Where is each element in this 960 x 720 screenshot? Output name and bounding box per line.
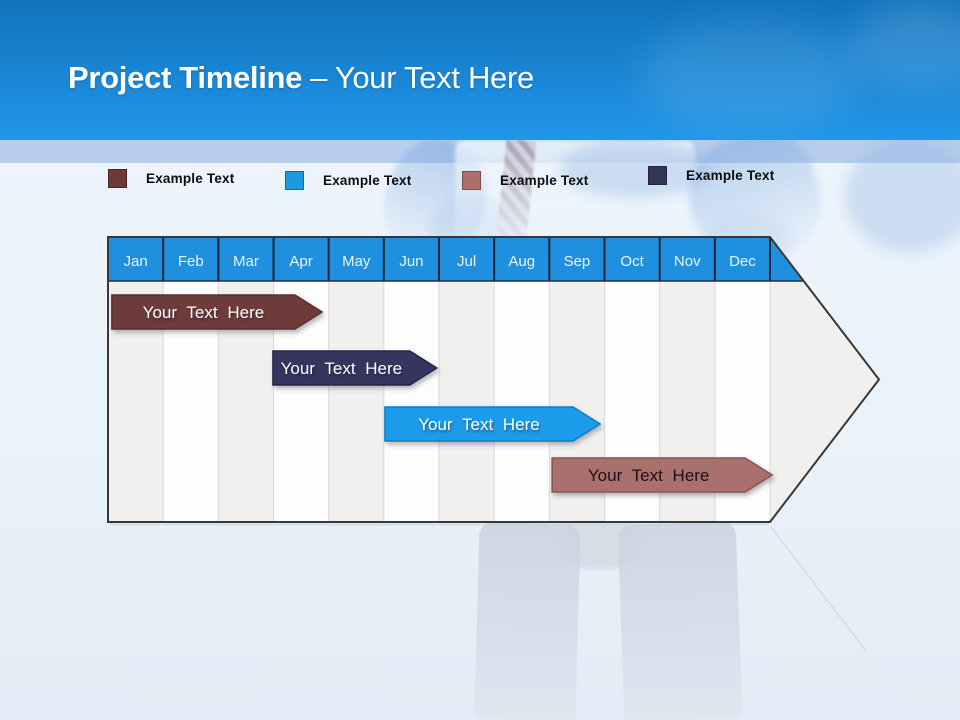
page-title: Project Timeline– Your Text Here — [68, 60, 534, 96]
month-label: Feb — [178, 253, 204, 270]
month-label: Mar — [233, 253, 259, 270]
timeline-bar[interactable]: Your Text Here — [111, 294, 324, 330]
page-title-subtitle: – Your Text Here — [310, 60, 534, 95]
timeline-bar[interactable]: Your Text Here — [384, 406, 602, 442]
legend-item[interactable]: Example Text — [108, 169, 234, 188]
legend-label: Example Text — [323, 173, 412, 188]
legend-label: Example Text — [146, 171, 235, 186]
legend-item[interactable]: Example Text — [648, 166, 774, 185]
month-label: May — [342, 253, 371, 270]
month-label: Jan — [123, 253, 147, 270]
legend-color-swatch — [648, 166, 667, 185]
title-band — [0, 0, 960, 140]
month-label: Jul — [457, 253, 476, 270]
timeline-column-separators — [162, 281, 771, 522]
band-highlight — [850, 0, 960, 90]
page-title-bold: Project Timeline — [68, 60, 303, 95]
month-label: Dec — [729, 253, 756, 270]
legend-item[interactable]: Example Text — [462, 171, 588, 190]
timeline-bar-arrow[interactable] — [551, 457, 774, 493]
legend-color-swatch — [462, 171, 481, 190]
month-label: Jun — [399, 253, 423, 270]
legend-color-swatch — [285, 171, 304, 190]
timeline-bar-arrow[interactable] — [384, 406, 602, 442]
month-label: Nov — [674, 253, 701, 270]
arrow-reflection-line — [770, 526, 867, 652]
month-label: Aug — [508, 253, 535, 270]
legend-label: Example Text — [686, 168, 775, 183]
timeline-bar-label: Your Text Here — [418, 415, 540, 434]
timeline-bar-label: Your Text Here — [143, 303, 265, 322]
month-label: Sep — [564, 253, 591, 270]
timeline-bar[interactable]: Your Text Here — [551, 457, 774, 493]
timeline-bar[interactable]: Your Text Here — [272, 350, 439, 386]
legend-item[interactable]: Example Text — [285, 171, 411, 190]
legend-label: Example Text — [500, 173, 589, 188]
timeline-bar-arrow[interactable] — [111, 294, 324, 330]
timeline-bar-arrow[interactable] — [272, 350, 439, 386]
timeline-bar-label: Your Text Here — [588, 466, 710, 485]
month-label: Apr — [289, 253, 312, 270]
legend-color-swatch — [108, 169, 127, 188]
month-label: Oct — [620, 253, 644, 270]
band-highlight — [640, 20, 860, 130]
timeline-bar-label: Your Text Here — [281, 359, 403, 378]
